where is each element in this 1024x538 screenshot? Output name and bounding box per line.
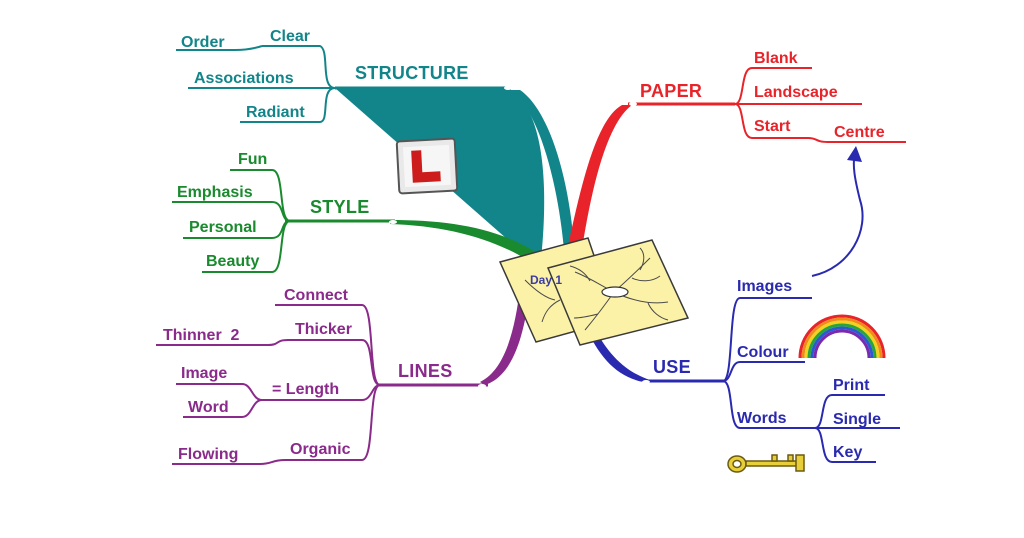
structure-link-clear — [262, 45, 336, 89]
structure-label: STRUCTURE — [355, 63, 469, 83]
use-sub-images: Images — [737, 278, 792, 295]
structure-sub-clear: Clear — [270, 28, 310, 45]
structure-sub-radiant: Radiant — [246, 104, 305, 121]
paper-link-blank — [734, 67, 812, 105]
paper-sub-blank: Blank — [754, 50, 798, 67]
paper-link-centre — [807, 137, 906, 143]
lines-link-word — [183, 399, 263, 418]
branch-paper: PAPER Blank Landscape Start Centre — [565, 50, 906, 262]
structure-node-dot — [504, 86, 512, 90]
paper-sub-landscape: Landscape — [754, 84, 838, 101]
use-sub-colour: Colour — [737, 344, 789, 361]
lines-link-thicker — [288, 339, 381, 386]
paper-sub-centre: Centre — [834, 124, 885, 141]
rainbow-icon — [798, 314, 886, 359]
structure-sub-order: Order — [181, 34, 225, 51]
use-sub-single: Single — [833, 411, 881, 428]
use-sub-words: Words — [737, 410, 787, 427]
style-sub-fun: Fun — [238, 151, 267, 168]
style-sub-beauty: Beauty — [206, 253, 259, 270]
style-node-dot — [389, 220, 397, 224]
use-link-words — [722, 380, 815, 429]
lines-sub-thicker: Thicker — [295, 321, 352, 338]
lines-sub-flowing: Flowing — [178, 446, 238, 463]
structure-link-radiant — [240, 87, 336, 123]
paper-sub-start: Start — [754, 118, 791, 135]
lines-sub-organic: Organic — [290, 441, 351, 458]
style-main-branch — [390, 220, 540, 268]
lines-link-organic — [285, 384, 381, 461]
style-sub-emphasis: Emphasis — [177, 184, 253, 201]
use-link-key — [814, 427, 876, 463]
lines-sub-word: Word — [188, 399, 229, 416]
arrow-icon — [811, 151, 864, 277]
lines-link-thinner — [156, 339, 289, 346]
lines-sub-image: Image — [181, 365, 227, 382]
structure-link-order — [176, 45, 263, 51]
style-label: STYLE — [310, 197, 370, 217]
paper-sheets-icon: Day 1 — [498, 237, 690, 346]
structure-sub-associations: Associations — [194, 70, 294, 87]
arrow-head — [847, 146, 862, 162]
branch-lines: LINES Connect Thicker Thinner 2 = Length… — [156, 287, 530, 465]
use-link-print — [814, 394, 885, 429]
branch-style: STYLE Fun Emphasis Personal Beauty — [172, 137, 540, 273]
key-icon — [727, 454, 805, 473]
use-sub-key: Key — [833, 444, 862, 461]
use-label: USE — [653, 357, 691, 377]
use-link-images — [722, 297, 812, 382]
paper-link-start — [734, 103, 808, 139]
paper-main-branch — [565, 105, 632, 262]
style-link-beauty — [202, 220, 291, 273]
lines-node-dot — [478, 384, 486, 388]
paper-node-dot — [629, 102, 637, 106]
lines-sub-connect: Connect — [284, 287, 349, 304]
use-link-colour — [722, 361, 805, 382]
learner-plate-icon — [395, 137, 459, 195]
lines-main-branch — [480, 288, 530, 385]
lines-link-flowing — [172, 459, 286, 465]
lines-link-image — [176, 383, 263, 401]
style-sub-personal: Personal — [189, 219, 257, 236]
use-sub-print: Print — [833, 377, 870, 394]
paper-label: PAPER — [640, 81, 702, 101]
lines-link-connect — [275, 304, 381, 386]
center-label: Day 1 — [530, 273, 562, 287]
lines-sub-thinner: Thinner 2 — [163, 327, 240, 344]
style-link-emphasis — [172, 201, 291, 222]
lines-sub-length: = Length — [272, 381, 339, 398]
paper-center-node — [601, 286, 629, 298]
lines-label: LINES — [398, 361, 453, 381]
use-node-dot — [642, 380, 650, 384]
